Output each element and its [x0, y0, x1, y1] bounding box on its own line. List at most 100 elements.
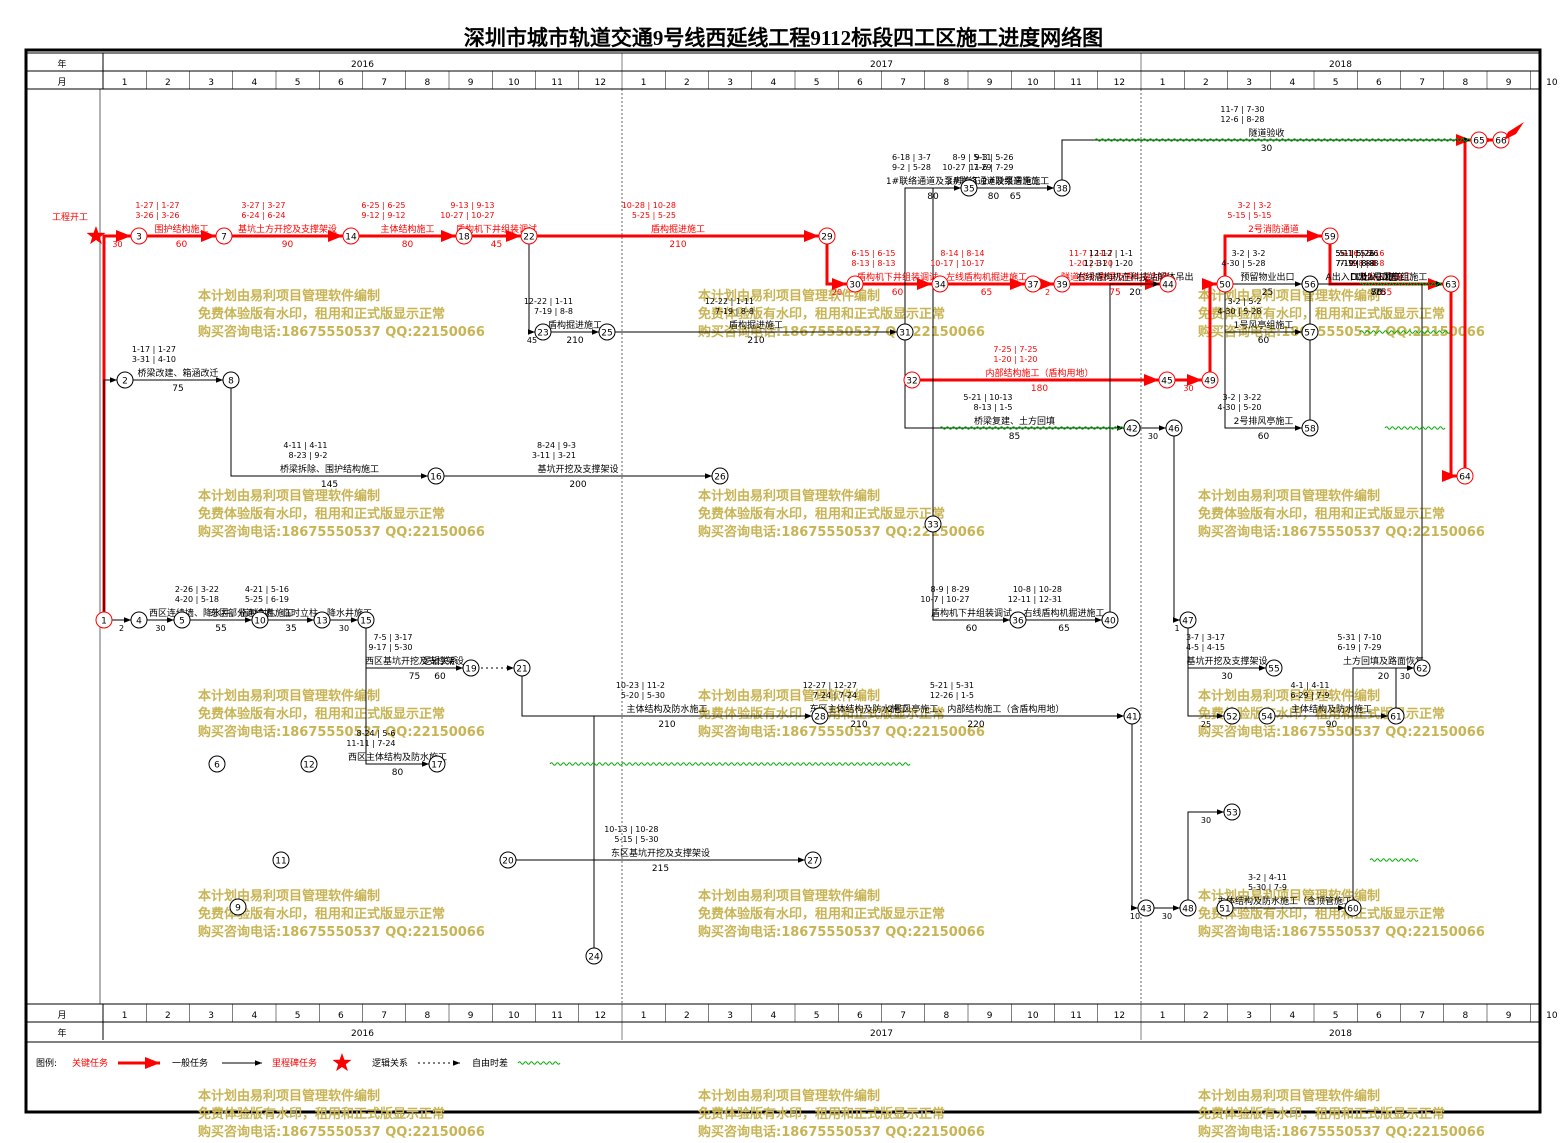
task-name: C出入口施工 — [1355, 271, 1406, 283]
watermark-text: 购买咨询电话:18675550537 QQ:22150066 — [198, 924, 485, 940]
task-name: 2#联络通道施工 — [982, 175, 1049, 187]
month-label: 12 — [595, 78, 606, 88]
year-label: 2016 — [351, 60, 374, 70]
watermark-text: 免费体验版有水印，租用和正式版显示正常 — [1198, 306, 1445, 322]
task-name: 东区部分连续墙、临时立柱、降水井施工 — [210, 607, 372, 619]
task-dates-end: 9-12 | 9-12 — [361, 211, 405, 220]
task-name: 土方回填及路面恢复 — [1343, 655, 1424, 667]
task-dates-start: 3-2 | 5-2 — [1228, 297, 1262, 306]
task-duration: 20 — [1378, 672, 1390, 682]
task-dates-start: 10-13 | 10-28 — [604, 825, 658, 834]
event-node-28 — [811, 707, 829, 725]
task-name: 桥梁拆除、围护结构施工 — [280, 463, 379, 475]
watermark-text: 购买咨询电话:18675550537 QQ:22150066 — [698, 724, 985, 740]
task-name: 主体结构施工 — [380, 223, 434, 235]
month-label: 9 — [987, 78, 993, 88]
task-dates-start: 10-8 | 10-28 — [1013, 585, 1062, 594]
task-duration: 30 — [1400, 672, 1410, 681]
task-arrow-62-63 — [1421, 281, 1443, 660]
event-node-number: 7 — [221, 233, 227, 243]
event-node-61 — [1387, 707, 1405, 725]
legend-title: 图例: — [36, 1057, 57, 1069]
task-name: 桥梁改建、箱涵改迁 — [137, 367, 218, 379]
task-dates-end: 8-8 | 8-8 — [1351, 259, 1385, 268]
task-name: D出入口施工 — [1351, 271, 1403, 283]
event-node-number: 6 — [214, 761, 220, 771]
task-name: 隧道验收 — [1248, 127, 1284, 139]
event-node-number: 47 — [1182, 617, 1193, 627]
event-node-number: 3 — [136, 233, 142, 243]
task-dates-start: 3-2 | 3-2 — [1238, 201, 1272, 210]
task-duration: 80 — [402, 240, 414, 250]
watermark-text: 免费体验版有水印，租用和正式版显示正常 — [698, 1106, 945, 1122]
task-dates-end: 6-19 | 7-29 — [1337, 643, 1381, 652]
event-node-10 — [251, 611, 269, 629]
task-dates-start: 3-7 | 3-17 — [1186, 633, 1225, 642]
event-node-number: 33 — [927, 521, 938, 531]
task-name: 1#联络通道及泵房施工 — [886, 175, 980, 187]
task-duration: 65 — [1010, 192, 1021, 202]
event-node-51 — [1216, 899, 1234, 917]
event-node-number: 24 — [588, 953, 600, 963]
event-node-2 — [116, 371, 134, 389]
month-label: 8 — [425, 1011, 431, 1021]
month-label: 1 — [122, 1011, 128, 1021]
task-dates-end: 5-25 | 5-25 — [632, 211, 676, 220]
year-header-label: 年 — [57, 1027, 66, 1039]
task-dates-start: 4-1 | 4-11 — [1290, 681, 1329, 690]
event-node-12 — [300, 755, 318, 773]
event-node-number: 40 — [1104, 617, 1116, 627]
watermark-text: 购买咨询电话:18675550537 QQ:22150066 — [1198, 324, 1485, 340]
outer-border — [24, 48, 1542, 1114]
event-node-27 — [804, 851, 822, 869]
month-label: 3 — [727, 78, 733, 88]
task-name: 西区主体结构及防水施工 — [348, 751, 447, 763]
task-dates-end: 10-27 | 10-27 — [440, 211, 494, 220]
task-dates-end: 7-19 | 8-8 — [1335, 259, 1374, 268]
task-dates-end: 1-20 | 1-20 — [993, 355, 1037, 364]
event-node-number: 57 — [1304, 329, 1315, 339]
event-node-4 — [130, 611, 148, 629]
month-label: 5 — [814, 1011, 820, 1021]
month-label: 2 — [1203, 78, 1209, 88]
month-label: 12 — [1114, 78, 1125, 88]
month-label: 10 — [1027, 1011, 1039, 1021]
event-node-20 — [499, 851, 517, 869]
task-name: 主体结构及防水施工（含顶管施工） — [1217, 895, 1361, 907]
month-label: 1 — [122, 78, 128, 88]
task-dates-start: 7-5 | 3-17 — [373, 633, 412, 642]
year-label: 2018 — [1329, 60, 1352, 70]
watermark-text: 免费体验版有水印，租用和正式版显示正常 — [198, 306, 445, 322]
task-dates-start: 9-3 | 5-26 — [974, 153, 1013, 162]
task-dates-end: 8-13 | 1-5 — [973, 403, 1012, 412]
event-node-number: 28 — [814, 713, 826, 723]
event-node-number: 21 — [516, 665, 527, 675]
task-dates-start: 5-16 | 5-16 — [1340, 249, 1384, 258]
legend-normal-label: 一般任务 — [172, 1057, 208, 1069]
month-label: 1 — [641, 78, 647, 88]
task-arrow-48-53 — [1187, 809, 1224, 900]
watermark-text: 免费体验版有水印，租用和正式版显示正常 — [198, 906, 445, 922]
watermark-text: 免费体验版有水印，租用和正式版显示正常 — [198, 706, 445, 722]
task-name: 东区基坑开挖及支撑架设 — [611, 847, 710, 859]
task-dates-end: 7-19 | 8-8 — [1339, 259, 1378, 268]
task-duration: 210 — [850, 720, 867, 730]
task-dates-start: 3-2 | 4-11 — [1248, 873, 1287, 882]
task-dates-end: 12-26 | 1-5 — [930, 691, 974, 700]
watermark-text: 购买咨询电话:18675550537 QQ:22150066 — [198, 324, 485, 340]
month-label: 9 — [1506, 78, 1512, 88]
free-float-line — [1369, 858, 1419, 862]
year-label: 2017 — [870, 60, 893, 70]
event-node-number: 53 — [1226, 809, 1237, 819]
task-name: 基坑土方开挖及支撑架设 — [238, 223, 337, 235]
task-duration: 220 — [967, 720, 984, 730]
task-duration: 30 — [1261, 144, 1273, 154]
task-dates-start: 11-7 | 11-7 — [1069, 249, 1113, 258]
event-node-number: 29 — [821, 233, 833, 243]
task-name: 盾构掘进施工 — [729, 319, 783, 331]
task-dates-end: 3-26 | 3-26 — [135, 211, 179, 220]
task-dates-end: 6-29 | 7-9 — [1290, 691, 1329, 700]
task-duration: 60 — [434, 672, 446, 682]
task-dates-start: 3-2 | 3-2 — [1232, 249, 1266, 258]
